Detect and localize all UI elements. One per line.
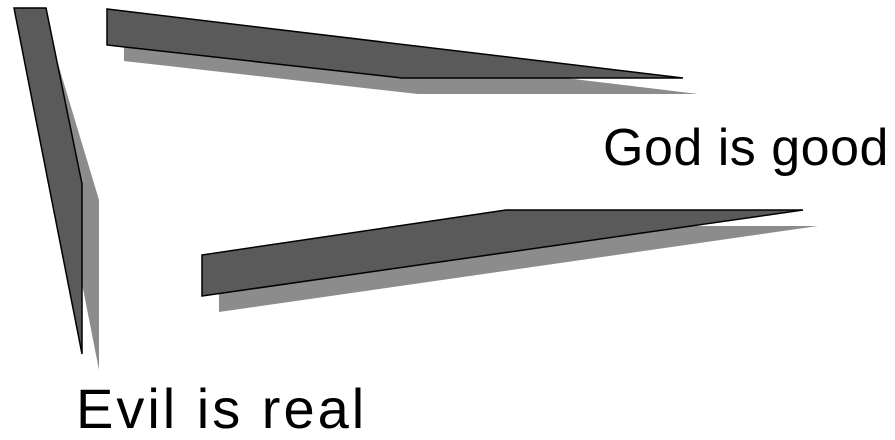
left-wedge xyxy=(14,8,82,354)
bottom-wedge xyxy=(202,210,803,296)
god-is-good-label: God is good xyxy=(603,122,889,174)
evil-is-real-label: Evil is real xyxy=(76,381,367,437)
